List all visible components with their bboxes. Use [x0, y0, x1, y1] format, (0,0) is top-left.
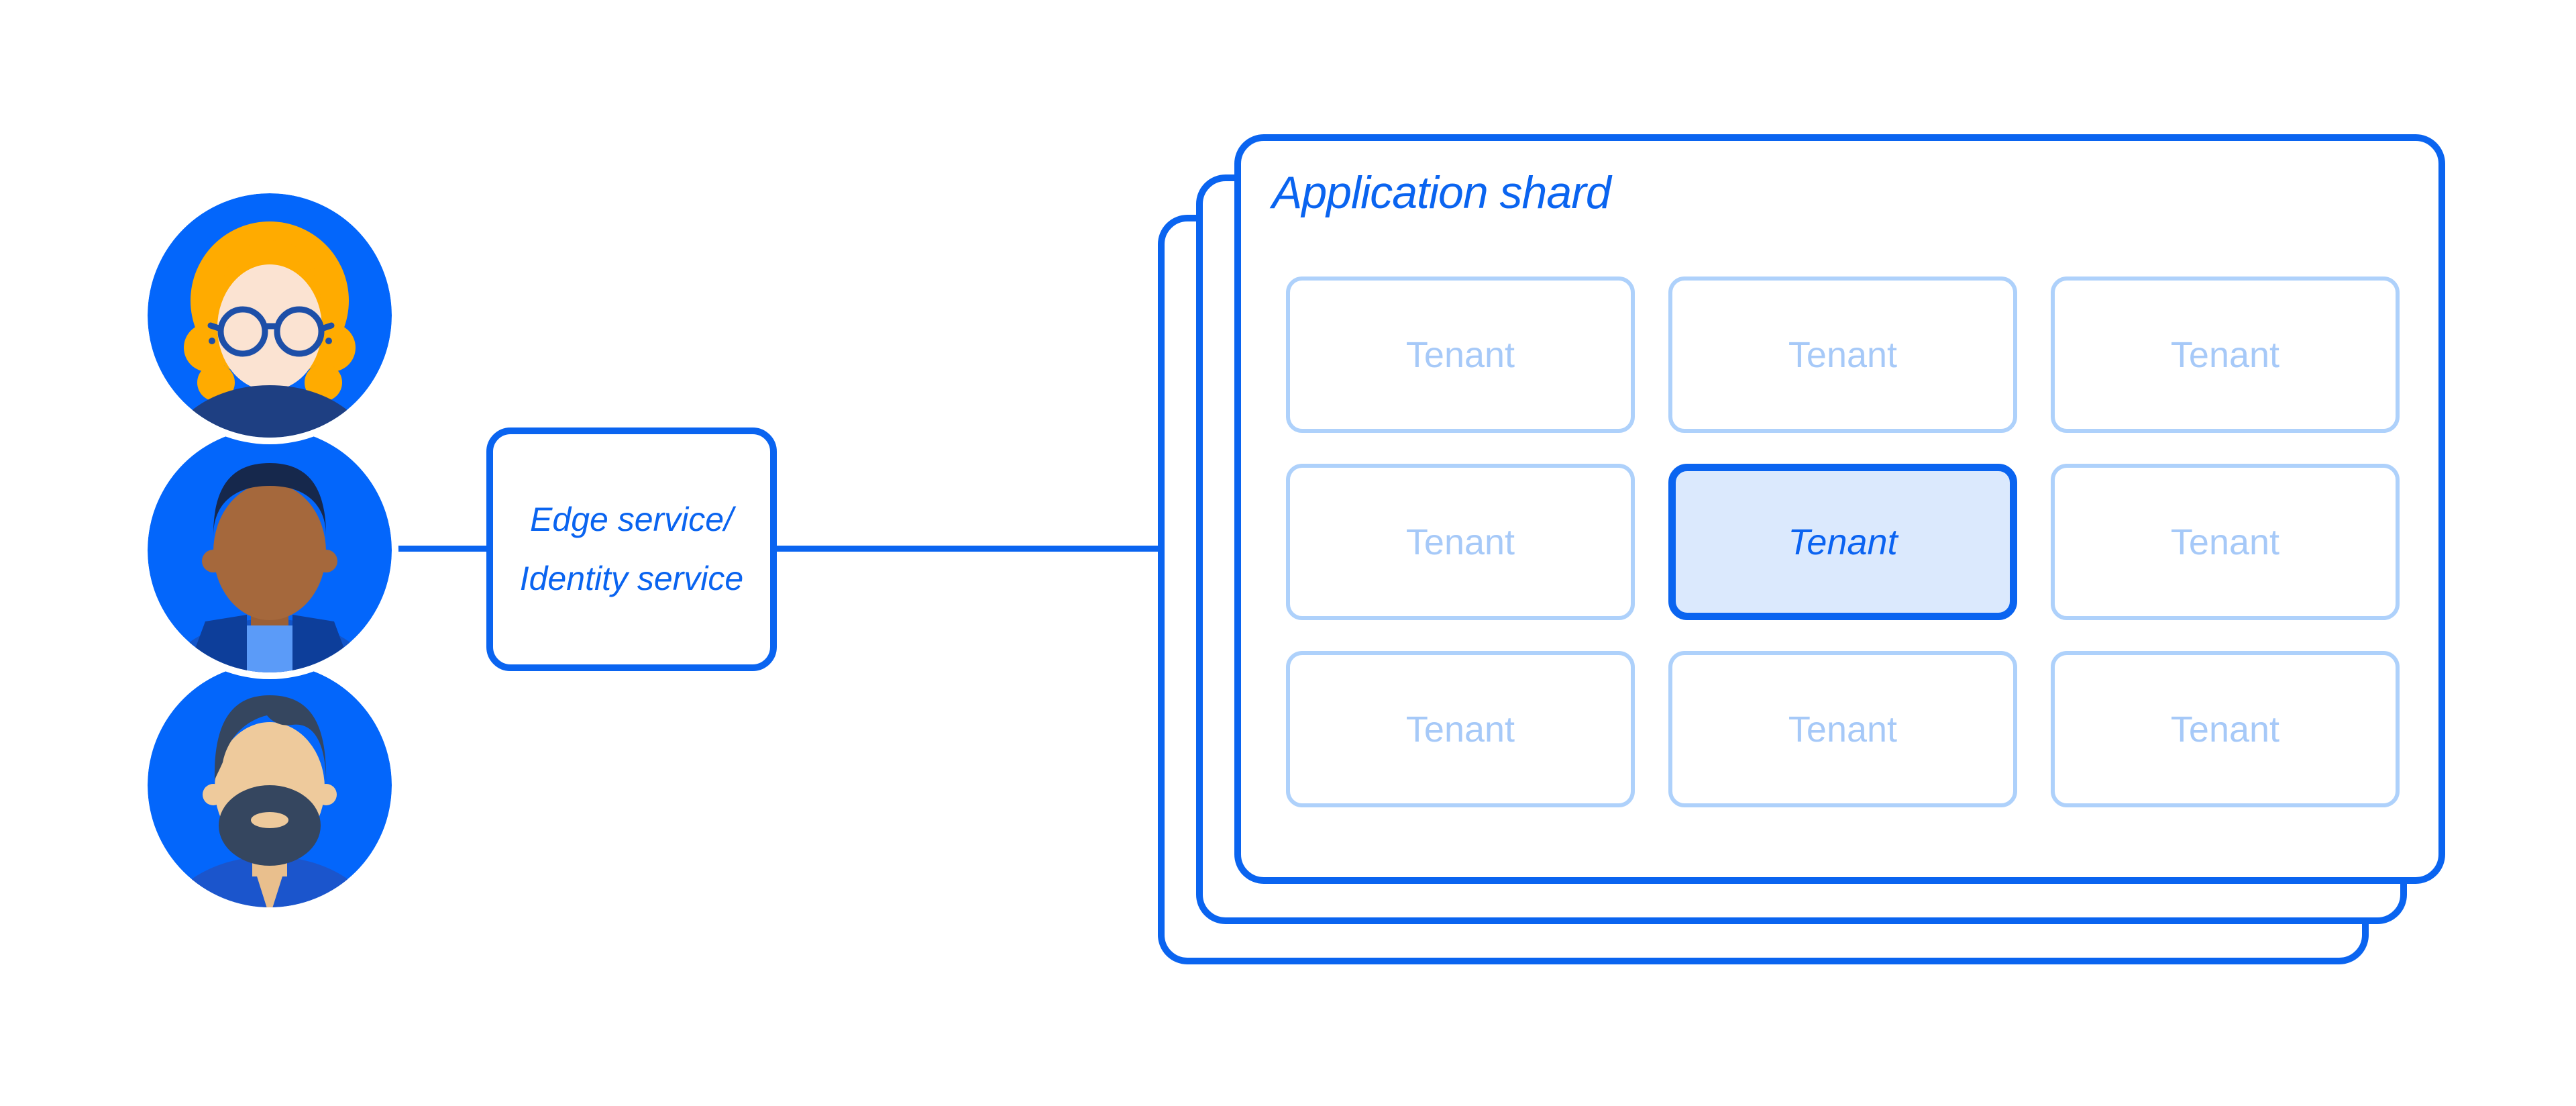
- connector-edge-to-shard: [771, 546, 1162, 552]
- tenant-cell: Tenant: [2051, 651, 2400, 807]
- tenant-cell: Tenant: [1668, 651, 2017, 807]
- tenant-cell: Tenant: [1668, 276, 2017, 433]
- tenant-cell: Tenant: [2051, 276, 2400, 433]
- avatar-woman-glasses-icon: [141, 187, 398, 444]
- tenant-cell: Tenant: [1286, 651, 1635, 807]
- tenant-cell-highlighted: Tenant: [1668, 464, 2017, 620]
- edge-service-label-line2: Identity service: [519, 559, 744, 597]
- tenant-grid: Tenant Tenant Tenant Tenant Tenant Tenan…: [1286, 276, 2400, 807]
- application-shard-card-front: Application shard Tenant Tenant Tenant T…: [1234, 134, 2445, 884]
- tenant-cell: Tenant: [2051, 464, 2400, 620]
- tenant-cell: Tenant: [1286, 464, 1635, 620]
- application-shard-title: Application shard: [1272, 167, 1611, 218]
- tenant-cell: Tenant: [1286, 276, 1635, 433]
- avatar-man-dark-skin-icon: [141, 421, 398, 679]
- avatar-man-beard-icon: [141, 656, 398, 914]
- edge-service-label-line1: Edge service/: [530, 501, 733, 538]
- edge-identity-service-box: Edge service/ Identity service: [486, 428, 777, 671]
- connector-users-to-edge: [376, 546, 491, 552]
